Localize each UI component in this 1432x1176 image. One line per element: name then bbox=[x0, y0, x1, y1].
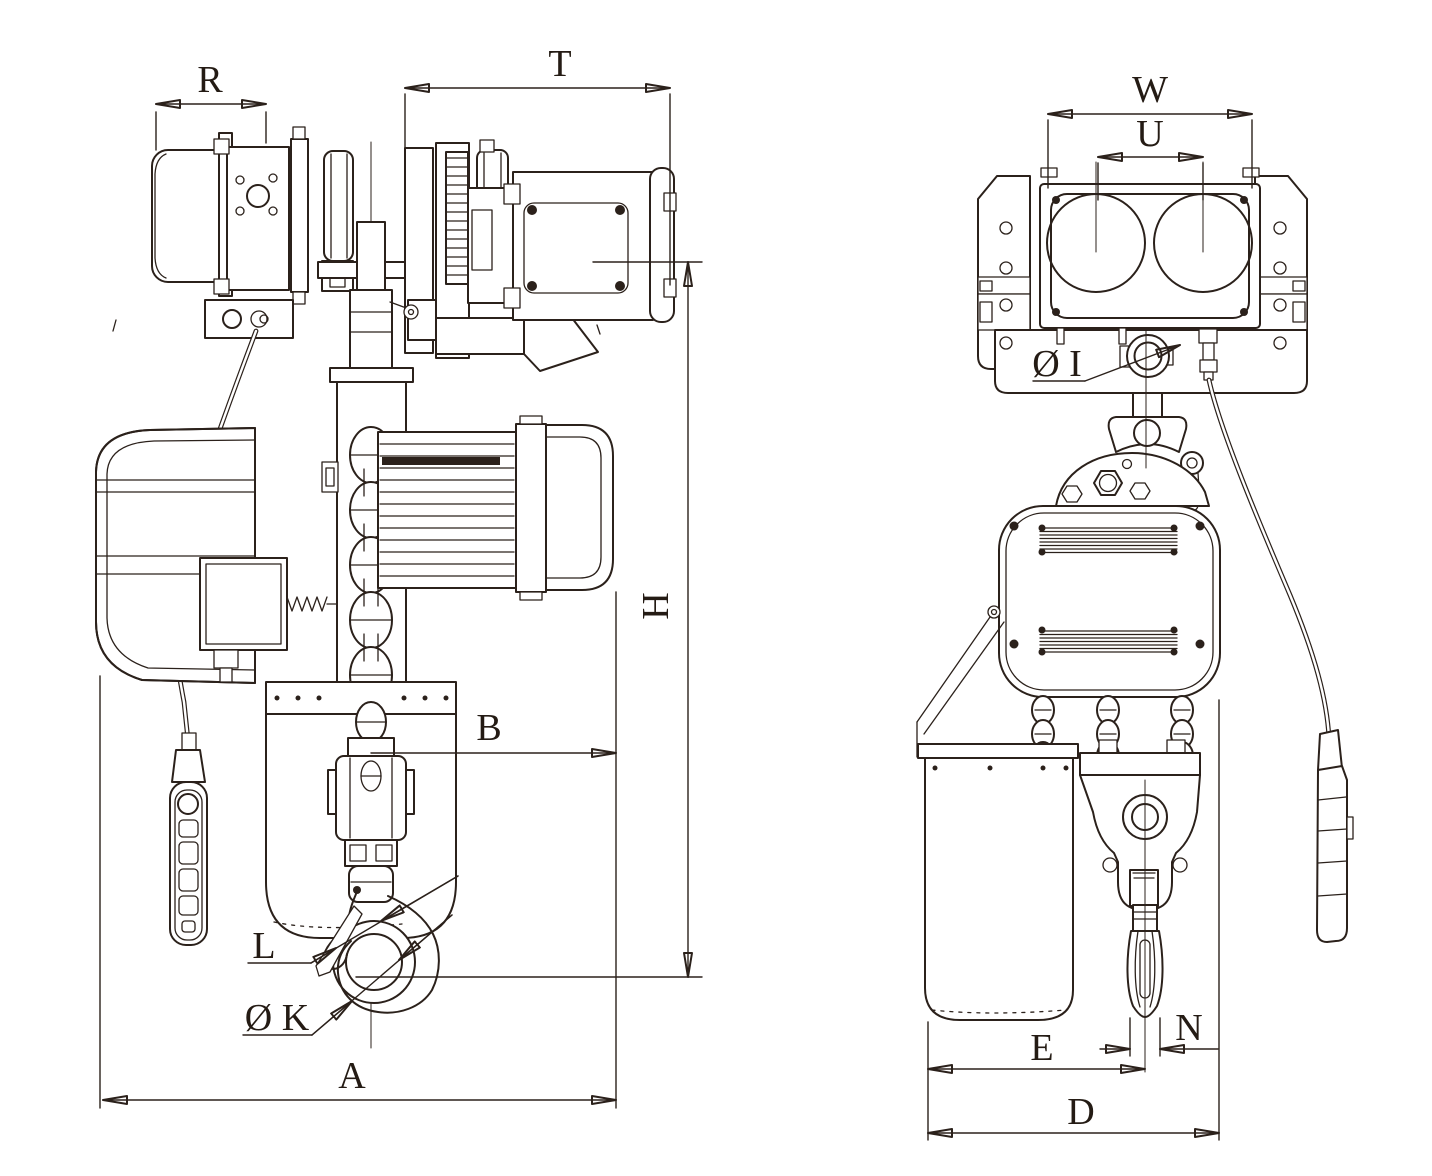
dim-label-B: B bbox=[476, 707, 501, 749]
dim-label-W: W bbox=[1132, 69, 1168, 111]
pendant-button bbox=[178, 868, 199, 892]
pendant-button bbox=[178, 895, 199, 916]
dim-label-R: R bbox=[197, 59, 223, 101]
hex-bolt bbox=[1093, 470, 1123, 496]
dimension-R: R bbox=[155, 59, 267, 151]
pendant-top-button bbox=[177, 793, 199, 815]
dimension-I: Ø I bbox=[1032, 343, 1181, 385]
dimension-E: E bbox=[927, 1021, 1146, 1141]
dim-label-E: E bbox=[1030, 1027, 1053, 1069]
dimension-T: T bbox=[404, 43, 671, 309]
front-view: W U Ø I N E D bbox=[916, 69, 1354, 1141]
pendant-control-side bbox=[169, 732, 208, 946]
bag-bracket-front bbox=[916, 605, 1005, 758]
hook-block-side bbox=[327, 701, 415, 903]
dimension-W: W bbox=[1047, 69, 1253, 189]
stray-mark bbox=[112, 319, 601, 335]
dimension-A: A bbox=[99, 591, 617, 1109]
dim-label-L: L bbox=[252, 925, 275, 967]
trolley-drive-unit bbox=[403, 139, 599, 372]
dim-label-K: Ø K bbox=[245, 997, 310, 1039]
pendant-button bbox=[178, 841, 199, 865]
hoist-motor-side bbox=[377, 415, 614, 601]
dim-label-I: Ø I bbox=[1032, 343, 1082, 385]
trolley-motor-left bbox=[151, 126, 309, 305]
grille-top bbox=[1039, 527, 1178, 554]
hoist-body-front bbox=[998, 505, 1221, 698]
dim-label-A: A bbox=[338, 1055, 366, 1097]
dimension-L: L bbox=[247, 875, 459, 967]
brake-control-box bbox=[199, 557, 341, 683]
dim-label-N: N bbox=[1175, 1007, 1202, 1049]
dimension-B: B bbox=[370, 707, 617, 758]
suspension-front bbox=[1055, 392, 1210, 512]
chain-bag-front bbox=[917, 743, 1079, 1021]
pendant-button bbox=[181, 920, 196, 933]
pendant-button bbox=[178, 819, 199, 838]
dimension-H: H bbox=[355, 261, 703, 978]
dimension-K: Ø K bbox=[242, 914, 453, 1039]
dimension-N: N bbox=[1099, 1007, 1219, 1057]
spring-detail bbox=[286, 596, 341, 612]
dimension-D: D bbox=[927, 699, 1220, 1141]
hook-block-front bbox=[1079, 739, 1201, 909]
dim-label-T: T bbox=[548, 43, 571, 85]
dim-label-H: H bbox=[635, 592, 677, 619]
trolley-drive-motor bbox=[503, 167, 677, 323]
pendant-cable-front bbox=[1206, 377, 1332, 741]
dim-label-U: U bbox=[1136, 113, 1163, 155]
cable-junction-box bbox=[204, 299, 294, 339]
dim-label-D: D bbox=[1067, 1091, 1094, 1133]
pendant-control-front bbox=[1316, 729, 1354, 943]
grille-bottom bbox=[1039, 630, 1178, 653]
side-view: R T H B A L bbox=[95, 43, 703, 1109]
dimension-U: U bbox=[1097, 113, 1204, 201]
